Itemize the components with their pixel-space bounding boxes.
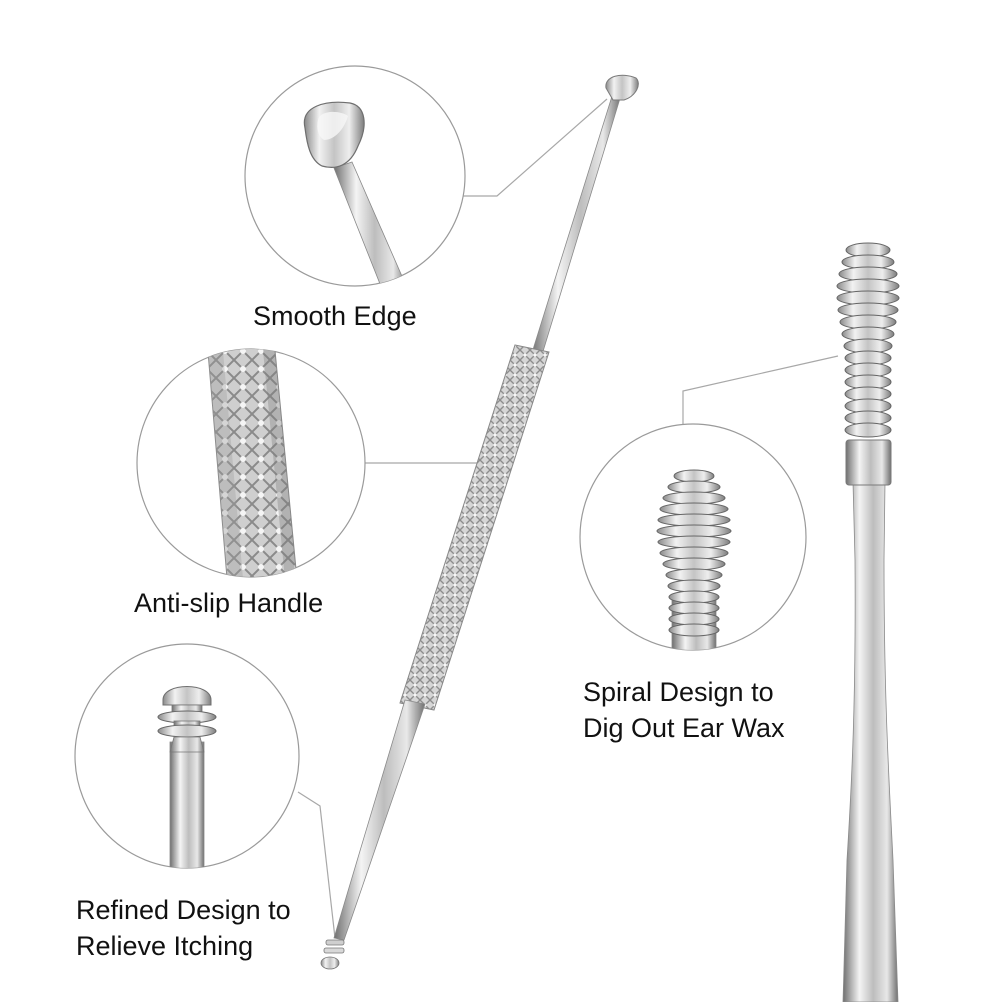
leader-lines	[297, 98, 839, 939]
ear-pick-tool-diagonal	[320, 74, 639, 970]
spiral-coil	[836, 242, 900, 438]
label-refined-line2: Relieve Itching	[76, 931, 254, 961]
label-spiral-line2: Dig Out Ear Wax	[583, 713, 785, 743]
label-spiral-design: Spiral Design to Dig Out Ear Wax	[583, 674, 785, 746]
zoom-spiral-coil	[656, 469, 732, 637]
spiral-tool-collar	[845, 439, 892, 486]
spiral-tool-vertical	[836, 242, 900, 1002]
leader-smooth	[463, 98, 608, 197]
leader-spiral	[682, 355, 839, 424]
leader-refined	[297, 791, 336, 939]
label-refined-line1: Refined Design to	[76, 895, 291, 925]
zoom-refined-shaft	[169, 741, 205, 868]
label-refined-design: Refined Design to Relieve Itching	[76, 892, 291, 964]
tool-upper-shaft	[530, 92, 622, 359]
label-smooth-edge-text: Smooth Edge	[253, 301, 417, 331]
label-anti-slip-handle: Anti-slip Handle	[134, 585, 323, 621]
detail-circle-smooth-edge	[244, 65, 466, 287]
zoom-refined-cap	[162, 686, 212, 706]
zoom-knurled-handle	[206, 349, 299, 577]
label-spiral-line1: Spiral Design to	[583, 677, 774, 707]
detail-circle-spiral-design	[579, 423, 807, 651]
spiral-tool-shaft	[842, 481, 899, 1002]
tool-lower-shaft	[333, 699, 426, 941]
label-anti-slip-text: Anti-slip Handle	[134, 588, 324, 618]
zoom-spoon-shaft	[333, 161, 409, 286]
detail-circle-refined-design	[74, 643, 300, 869]
tool-bottom-tip	[320, 939, 345, 970]
label-smooth-edge: Smooth Edge	[253, 298, 417, 334]
detail-circle-anti-slip	[136, 348, 366, 578]
tool-spoon-tip	[605, 74, 639, 101]
tool-handle-knurled	[399, 344, 550, 711]
